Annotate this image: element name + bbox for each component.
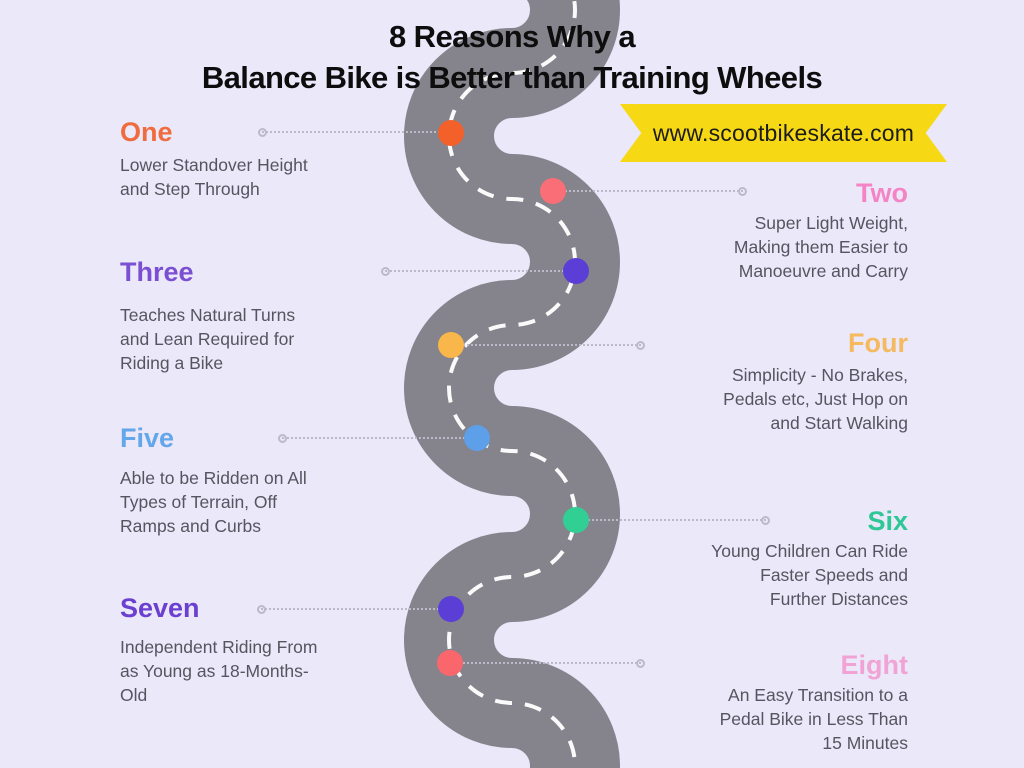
title-line-2: Balance Bike is Better than Training Whe…	[201, 60, 823, 95]
leader-ring-1	[258, 128, 267, 137]
item-heading-seven: Seven	[120, 593, 200, 623]
milestone-dot-2	[540, 178, 566, 204]
leader-line-3	[381, 267, 576, 276]
item-body-eight: An Easy Transition to a Pedal Bike in Le…	[719, 685, 908, 753]
milestone-dot-8	[437, 650, 463, 676]
title-line-1: 8 Reasons Why a	[389, 19, 636, 54]
leader-line-2	[553, 187, 747, 196]
leader-ring-4	[636, 341, 645, 350]
website-url[interactable]: www.scootbikeskate.com	[652, 119, 915, 146]
leader-ring-5	[278, 434, 287, 443]
milestone-dot-1	[438, 120, 464, 146]
leader-ring-7	[257, 605, 266, 614]
leader-ring-6	[761, 516, 770, 525]
leader-line-7	[257, 605, 451, 614]
leader-line-5	[278, 434, 477, 443]
road-path	[404, 0, 620, 768]
milestone-dot-6	[563, 507, 589, 533]
leader-line-1	[258, 128, 452, 137]
milestone-dot-5	[464, 425, 490, 451]
item-body-five: Able to be Ridden on All Types of Terrai…	[120, 468, 307, 536]
milestone-dot-7	[438, 596, 464, 622]
leader-ring-3	[381, 267, 390, 276]
item-heading-three: Three	[120, 257, 194, 287]
road-centerline	[447, 0, 577, 768]
item-body-six: Young Children Can Ride Faster Speeds an…	[711, 541, 908, 609]
item-body-two: Super Light Weight, Making them Easier t…	[733, 213, 908, 281]
leader-line-4	[451, 341, 645, 350]
leader-ring-8	[636, 659, 645, 668]
item-heading-eight: Eight	[840, 650, 909, 680]
milestone-dot-4	[438, 332, 464, 358]
website-ribbon[interactable]: www.scootbikeskate.com	[620, 104, 947, 162]
leader-ring-2	[738, 187, 747, 196]
item-heading-six: Six	[867, 506, 908, 536]
item-heading-two: Two	[856, 178, 908, 208]
leader-line-6	[576, 516, 770, 525]
leader-line-8	[450, 659, 645, 668]
item-heading-four: Four	[848, 328, 908, 358]
item-body-seven: Independent Riding From as Young as 18-M…	[120, 637, 318, 705]
page-title: 8 Reasons Why a Balance Bike is Better t…	[0, 16, 1024, 98]
item-heading-one: One	[120, 117, 173, 147]
item-body-three: Teaches Natural Turns and Lean Required …	[120, 305, 296, 373]
item-body-four: Simplicity - No Brakes, Pedals etc, Just…	[723, 365, 908, 433]
item-heading-five: Five	[120, 423, 175, 453]
milestone-dot-3	[563, 258, 589, 284]
item-body-one: Lower Standover Height and Step Through	[120, 155, 308, 199]
